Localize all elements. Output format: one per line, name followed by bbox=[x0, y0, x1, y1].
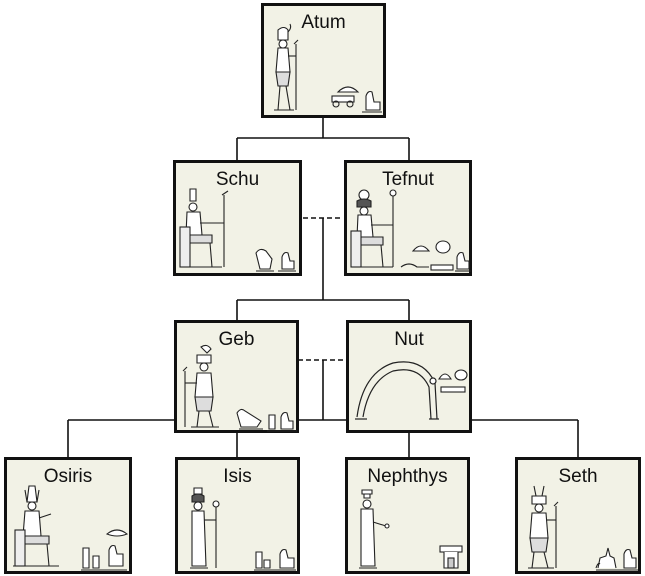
sky-goddess-icon bbox=[355, 361, 439, 420]
isis-box: Isis bbox=[175, 457, 300, 574]
standing-god-icon bbox=[274, 23, 299, 111]
nut-name: Nut bbox=[394, 329, 424, 350]
hieroglyph-icon bbox=[236, 408, 297, 432]
seated-god-icon bbox=[13, 485, 59, 567]
hieroglyph-icon bbox=[255, 248, 296, 272]
geb-box: Geb bbox=[174, 320, 299, 433]
nut-box: Nut bbox=[346, 320, 472, 433]
geb-name: Geb bbox=[218, 329, 255, 350]
schu-name: Schu bbox=[215, 169, 260, 190]
hieroglyph-icon bbox=[331, 86, 382, 113]
hieroglyph-icon bbox=[254, 548, 296, 571]
isis-name: Isis bbox=[223, 466, 252, 487]
hieroglyph-icon bbox=[400, 240, 471, 272]
schu-box: Schu bbox=[173, 160, 302, 276]
hieroglyph-icon bbox=[438, 369, 468, 393]
seth-box: Seth bbox=[515, 457, 641, 574]
hieroglyph-icon bbox=[439, 545, 463, 569]
seth-name: Seth bbox=[558, 466, 598, 487]
hieroglyph-icon bbox=[595, 547, 638, 571]
nephthys-name: Nephthys bbox=[367, 466, 448, 487]
osiris-box: Osiris bbox=[4, 457, 132, 574]
hieroglyph-icon bbox=[81, 529, 129, 571]
nephthys-box: Nephthys bbox=[345, 457, 470, 574]
standing-god-icon bbox=[528, 485, 559, 569]
standing-god-icon bbox=[359, 489, 390, 569]
atum-name: Atum bbox=[301, 12, 346, 33]
tefnut-box: Tefnut bbox=[344, 160, 472, 276]
seated-god-icon bbox=[179, 188, 229, 268]
osiris-name: Osiris bbox=[43, 466, 93, 487]
standing-god-icon bbox=[190, 487, 220, 569]
atum-box: Atum bbox=[261, 3, 386, 118]
tefnut-name: Tefnut bbox=[382, 169, 434, 190]
seated-god-icon bbox=[350, 189, 397, 268]
standing-god-icon bbox=[182, 344, 219, 428]
